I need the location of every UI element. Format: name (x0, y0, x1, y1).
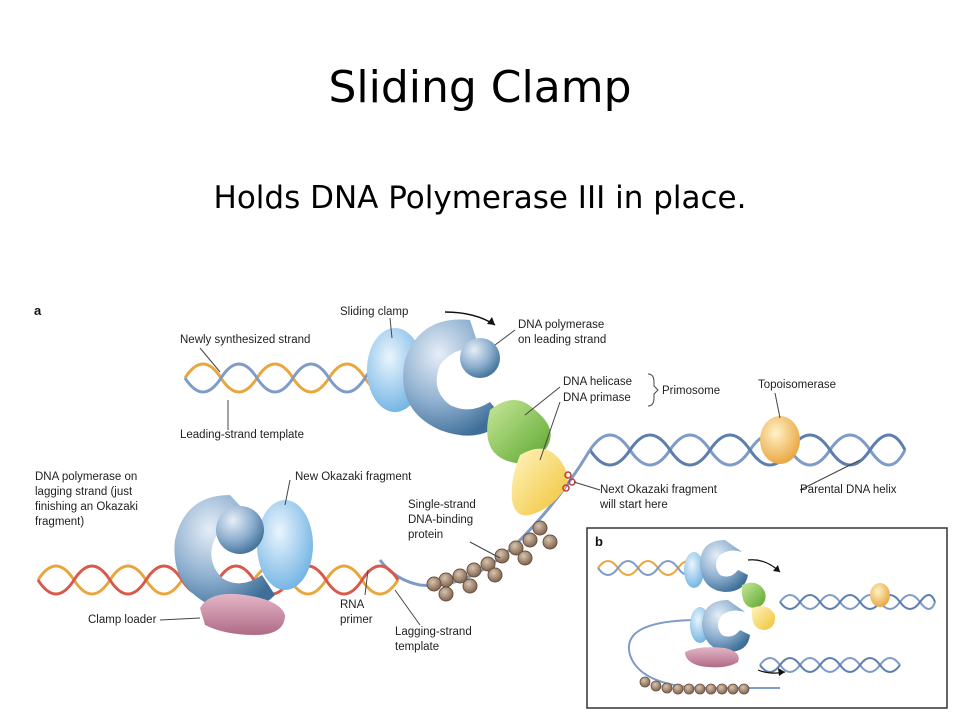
label-parental-dna-helix: Parental DNA helix (800, 484, 897, 496)
label-next-okazaki-1: Next Okazaki fragment (600, 484, 718, 496)
inset-ssb-proteins (639, 676, 750, 695)
label-dna-primase: DNA primase (563, 392, 631, 404)
dna-helicase (487, 400, 551, 464)
inset-leading-helix-b (597, 560, 699, 576)
dna-replication-figure: a (34, 303, 948, 709)
label-ssb-1: Single-strand (408, 499, 476, 511)
inset-clamp-loader (685, 647, 739, 668)
dna-primase (511, 448, 568, 516)
inset-arrowhead-bottom (778, 668, 785, 676)
panel-a-labels: Sliding clamp Newly synthesized strand D… (35, 306, 897, 653)
dna-polymerase-leading-lobe (460, 338, 500, 378)
inset-arrowhead-top (773, 565, 780, 572)
slide-title: Sliding Clamp (328, 62, 632, 113)
label-dna-polymerase-lagging-3: finishing an Okazaki (35, 501, 138, 513)
label-ssb-2: DNA-binding (408, 514, 473, 526)
dna-polymerase-leading (403, 319, 505, 436)
label-next-okazaki-2: will start here (599, 499, 668, 511)
inset-helicase (741, 582, 766, 608)
label-new-okazaki-fragment: New Okazaki fragment (295, 471, 412, 483)
dna-polymerase-lagging (174, 495, 275, 611)
inset-lower-helix-a (759, 657, 901, 673)
label-dna-polymerase-lagging-4: fragment) (35, 516, 84, 528)
label-topoisomerase: Topoisomerase (758, 379, 836, 391)
inset-lower-helix-b (759, 657, 901, 673)
label-sliding-clamp: Sliding clamp (340, 306, 408, 318)
dna-polymerase-lagging-lobe (216, 506, 264, 554)
panel-b-letter: b (595, 534, 603, 549)
inset-topoisomerase (870, 583, 890, 607)
clamp-loader (200, 593, 285, 635)
inset-clamp-top (684, 552, 704, 588)
label-dna-polymerase-leading-2: on leading strand (518, 334, 606, 346)
inset-primase (751, 606, 776, 630)
inset-parental-helix-b (779, 594, 936, 610)
leading-strand-helix (183, 362, 403, 394)
label-dna-polymerase-lagging-2: lagging strand (just (35, 486, 133, 498)
label-ssb-3: protein (408, 529, 443, 541)
label-dna-helicase: DNA helicase (563, 376, 632, 388)
label-rna-primer-1: RNA (340, 599, 365, 611)
inset-polymerase-top (700, 540, 748, 592)
label-clamp-loader: Clamp loader (88, 614, 157, 626)
rotation-arrowhead (487, 317, 495, 325)
topoisomerase (760, 416, 800, 464)
parental-dna-helix (588, 433, 907, 467)
panel-a-letter: a (34, 303, 42, 318)
label-rna-primer-2: primer (340, 614, 373, 626)
label-newly-synthesized-strand: Newly synthesized strand (180, 334, 310, 346)
label-dna-polymerase-lagging-1: DNA polymerase on (35, 471, 137, 483)
leader-lines (159, 317, 861, 626)
sliding-clamp-lagging (257, 500, 313, 590)
label-lagging-template-1: Lagging-strand (395, 626, 472, 638)
inset-polymerase-bottom (702, 600, 750, 652)
slide-subtitle: Holds DNA Polymerase III in place. (213, 180, 747, 216)
panel-b-inset: b (586, 527, 948, 709)
primosome-bracket (647, 373, 659, 407)
label-primosome: Primosome (662, 385, 720, 397)
label-lagging-template-2: template (395, 641, 439, 653)
label-dna-polymerase-leading-1: DNA polymerase (518, 319, 604, 331)
label-leading-strand-template: Leading-strand template (180, 429, 304, 441)
inset-leading-helix-a (597, 560, 699, 576)
ssb-proteins (426, 520, 558, 602)
